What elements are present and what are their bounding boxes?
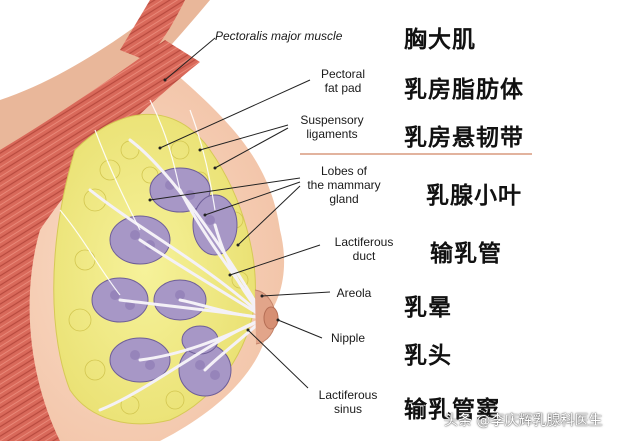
label-sinus-zh: 输乳管窦 [404, 397, 500, 423]
label-nipple-zh: 乳头 [404, 343, 452, 369]
watermark: 头条 @李庆辉乳腺科医生 [444, 413, 603, 429]
label-fat-pad-zh: 乳房脂肪体 [404, 77, 524, 103]
label-areola-zh: 乳晕 [404, 295, 452, 321]
label-suspensory-en: Suspensory ligaments [300, 113, 364, 141]
pectoralis-muscle [0, 40, 200, 441]
leader-lines [149, 37, 331, 389]
label-pectoralis-en: Pectoralis major muscle [215, 29, 343, 43]
label-duct-en: Lactiferous duct [334, 235, 394, 263]
label-sinus-en: Lactiferous sinus [318, 388, 378, 416]
label-pectoralis-zh: 胸大肌 [404, 27, 476, 53]
label-duct-zh: 输乳管 [430, 241, 502, 267]
muscle-band [120, 0, 185, 60]
suspensory-ligaments [59, 99, 216, 296]
label-fat-pad-en: Pectoral fat pad [320, 67, 366, 95]
label-lobes-en: Lobes of the mammary gland [307, 164, 381, 206]
label-suspensory-zh: 乳房悬韧带 [404, 125, 524, 151]
nipple-shape [263, 306, 279, 330]
leader-arrowheads [148, 78, 280, 332]
label-nipple-en: Nipple [330, 331, 366, 345]
label-areola-en: Areola [336, 286, 372, 300]
label-lobes-zh: 乳腺小叶 [426, 183, 522, 209]
